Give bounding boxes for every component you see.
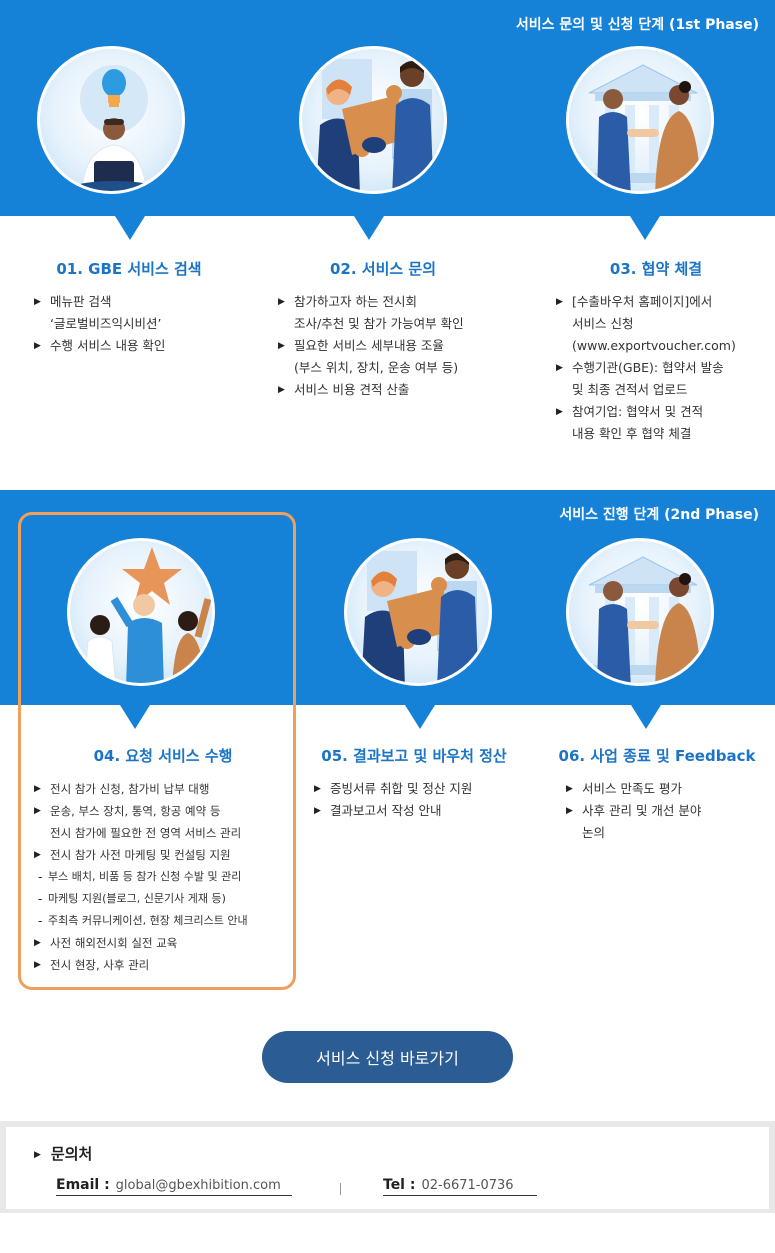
settlement-illustration (344, 538, 492, 686)
step-05-title: 05. 결과보고 및 바우처 정산 (321, 747, 507, 765)
email-value[interactable]: global@gbexhibition.com (115, 1178, 281, 1193)
step-02-title: 02. 서비스 문의 (329, 260, 437, 278)
phase2-pointer-3 (631, 705, 661, 729)
phase2-pointer-1 (120, 705, 150, 729)
email-label: Email : (56, 1177, 110, 1193)
contract-illustration (566, 46, 714, 194)
divider (340, 1183, 341, 1195)
contact-title: ▶문의처 (34, 1145, 93, 1163)
step-05: 05. 결과보고 및 바우처 정산 증빙서류 취합 및 정산 지원 결과보고서 … (314, 745, 514, 822)
list-item: 증빙서류 취합 및 정산 지원 (314, 778, 514, 800)
list-item: 필요한 서비스 세부내용 조율(부스 위치, 장치, 운송 여부 등) (278, 335, 488, 379)
list-item: 주최측 커뮤니케이션, 현장 체크리스트 안내 (34, 910, 292, 932)
list-item: 메뉴판 검색‘글로벌비즈익시비션’ (34, 291, 224, 335)
step-04-list: 전시 참가 신청, 참가비 납부 대행 운송, 부스 장치, 통역, 항공 예약… (34, 778, 292, 976)
service-illustration (67, 538, 215, 686)
search-illustration (37, 46, 185, 194)
triangle-bullet-icon: ▶ (34, 1150, 41, 1160)
phase1-label: 서비스 문의 및 신청 단계 (1st Phase) (515, 17, 759, 33)
list-item: 수행기관(GBE): 협약서 발송및 최종 견적서 업로드 (556, 357, 756, 401)
contact-tel[interactable]: Tel : 02-6671-0736 (383, 1177, 537, 1196)
list-item: 결과보고서 작성 안내 (314, 800, 514, 822)
step-06: 06. 사업 종료 및 Feedback 서비스 만족도 평가 사후 관리 및 … (552, 745, 762, 844)
puzzle-handshake-icon (316, 59, 434, 191)
step-01-list: 메뉴판 검색‘글로벌비즈익시비션’ 수행 서비스 내용 확인 (34, 291, 224, 357)
list-item: 서비스 비용 견적 산출 (278, 379, 488, 401)
contact-box: ▶문의처 Email : global@gbexhibition.com Tel … (6, 1127, 769, 1209)
step-01: 01. GBE 서비스 검색 메뉴판 검색‘글로벌비즈익시비션’ 수행 서비스 … (34, 258, 224, 357)
closing-illustration (566, 538, 714, 686)
list-item: 전시 현장, 사후 관리 (34, 954, 292, 976)
tel-label: Tel : (383, 1177, 416, 1193)
step-03-title: 03. 협약 체결 (609, 260, 703, 278)
lightbulb-laptop-person-icon (70, 65, 158, 191)
phase1-pointer-1 (115, 216, 145, 240)
list-item: 전시 참가 신청, 참가비 납부 대행 (34, 778, 292, 800)
phase2-pointer-2 (405, 705, 435, 729)
step-05-list: 증빙서류 취합 및 정산 지원 결과보고서 작성 안내 (314, 778, 514, 822)
star-team-icon (83, 547, 212, 683)
phase1-pointer-2 (354, 216, 384, 240)
highlight-box (18, 512, 296, 990)
inquiry-illustration (299, 46, 447, 194)
list-item: 마케팅 지원(블로그, 신문기사 게재 등) (34, 888, 292, 910)
list-item: 운송, 부스 장치, 통역, 항공 예약 등전시 참가에 필요한 전 영역 서비… (34, 800, 292, 844)
list-item: 전시 참가 사전 마케팅 및 컨설팅 지원 (34, 844, 292, 866)
phase2-label: 서비스 진행 단계 (2nd Phase) (559, 507, 759, 523)
step-04-title: 04. 요청 서비스 수행 (93, 747, 233, 765)
bank-handshake-icon (588, 556, 701, 683)
list-item: 부스 배치, 비품 등 참가 신청 수발 및 관리 (34, 866, 292, 888)
step-06-title: 06. 사업 종료 및 Feedback (558, 747, 756, 765)
step-04: 04. 요청 서비스 수행 전시 참가 신청, 참가비 납부 대행 운송, 부스… (34, 745, 292, 976)
phase1-pointer-3 (630, 216, 660, 240)
list-item: 서비스 만족도 평가 (566, 778, 762, 800)
puzzle-handshake-icon (361, 551, 479, 683)
contact-email[interactable]: Email : global@gbexhibition.com (56, 1177, 292, 1196)
bank-handshake-icon (588, 64, 701, 191)
step-01-title: 01. GBE 서비스 검색 (56, 260, 202, 278)
tel-value[interactable]: 02-6671-0736 (421, 1178, 514, 1193)
list-item: 수행 서비스 내용 확인 (34, 335, 224, 357)
contact-section: ▶문의처 Email : global@gbexhibition.com Tel … (0, 1121, 775, 1213)
list-item: 사전 해외전시회 실전 교육 (34, 932, 292, 954)
service-apply-button[interactable]: 서비스 신청 바로가기 (262, 1031, 513, 1083)
